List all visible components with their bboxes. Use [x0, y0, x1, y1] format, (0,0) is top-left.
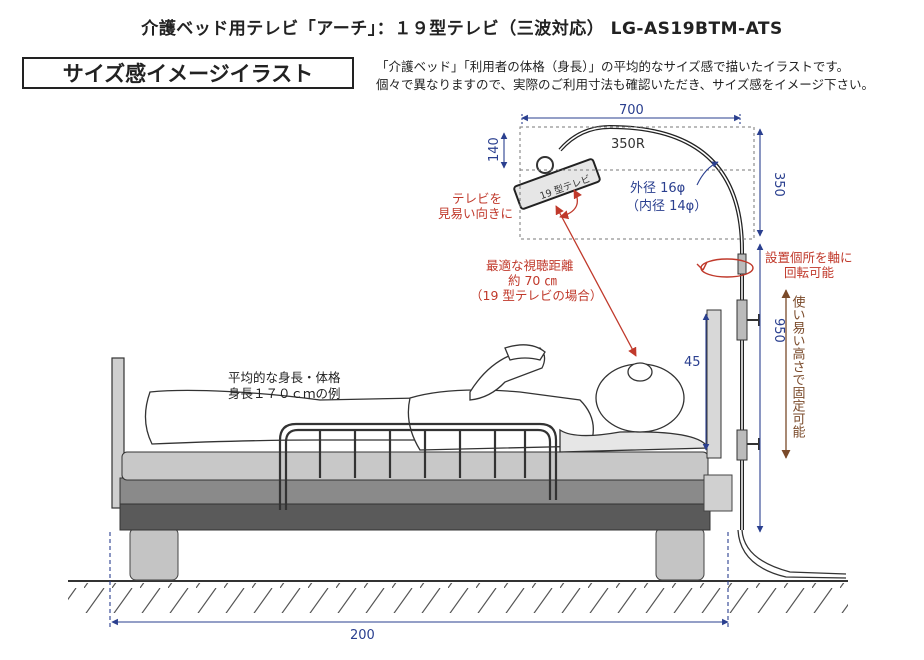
dim-arc-height: 350	[771, 172, 786, 197]
viewing-distance-arrow	[555, 205, 637, 357]
bed-side-rail	[278, 422, 558, 510]
clamp-knob-upper	[747, 314, 760, 326]
dim-pole-height: 950	[771, 318, 786, 343]
distance-label-2: 約 70 ㎝	[508, 273, 557, 288]
person-label-1: 平均的な身長・体格	[228, 370, 341, 385]
bed-leg-left	[129, 527, 179, 581]
image-label-box: サイズ感イメージイラスト	[22, 57, 354, 89]
distance-label-1: 最適な視聴距離	[486, 258, 574, 273]
dim-arm-width: 700	[619, 103, 644, 118]
pole-clamp-upper	[736, 299, 748, 341]
tv-monitor: 19 型テレビ	[513, 156, 601, 210]
clamp-knob-lower	[747, 438, 760, 450]
distance-label-3: （19 型テレビの場合）	[470, 288, 602, 303]
range-box	[519, 126, 755, 240]
mattress	[121, 451, 709, 481]
bed-base	[119, 501, 711, 531]
pole-joint	[737, 253, 747, 275]
floor	[68, 580, 848, 613]
pipe-pointer	[696, 161, 719, 186]
note-line-1: 「介護ベッド」「利用者の体格（身長）」の平均的なサイズ感で描いたイラストです。	[376, 59, 850, 74]
tv-direction-label-1: テレビを	[452, 191, 502, 206]
power-cable	[741, 529, 847, 575]
dim-bed-length: 200	[350, 628, 375, 643]
person-hand	[504, 344, 546, 361]
dimensions	[109, 114, 764, 628]
tv-hinge	[536, 156, 554, 174]
dim-clamp-height: 45	[684, 355, 701, 370]
height-adjust: 使い易い高さで固定可能	[781, 289, 806, 459]
bed-headboard-left	[111, 357, 125, 509]
pole-clamp-lower	[736, 429, 748, 461]
height-adjust-label: 使い易い高さで固定可能	[790, 294, 806, 438]
dim-radius: 350R	[611, 137, 645, 152]
bed-frame	[119, 477, 711, 505]
bed-clamp-box	[703, 474, 733, 512]
pipe-inner-label: （内径 14φ）	[626, 198, 707, 214]
pipe-outer-label: 外径 16φ	[630, 181, 685, 196]
rotate-label-1: 設置個所を軸に	[765, 250, 853, 265]
red-annotations: テレビを 見易い向きに 最適な視聴距離 約 70 ㎝ （19 型テレビの場合） …	[438, 189, 853, 357]
bed-leg-right	[655, 527, 705, 581]
page-title: 介護ベッド用テレビ「アーチ」：１９型テレビ（三波対応） LG-AS19BTM-A…	[141, 19, 783, 39]
person-face-mark	[627, 362, 653, 382]
tv-direction-label-2: 見易い向きに	[438, 206, 513, 221]
note-line-2: 個々で異なりますので、実際のご利用寸法も確認いただき、サイズ感をイメージ下さい。	[376, 77, 875, 92]
bed-footboard-right	[706, 309, 722, 459]
rotate-label-2: 回転可能	[784, 265, 835, 280]
bed	[111, 357, 733, 581]
dim-tv-height: 140	[487, 137, 502, 162]
person-label-2: 身長１７０ｃｍの例	[228, 386, 341, 401]
person-arm	[469, 347, 546, 401]
